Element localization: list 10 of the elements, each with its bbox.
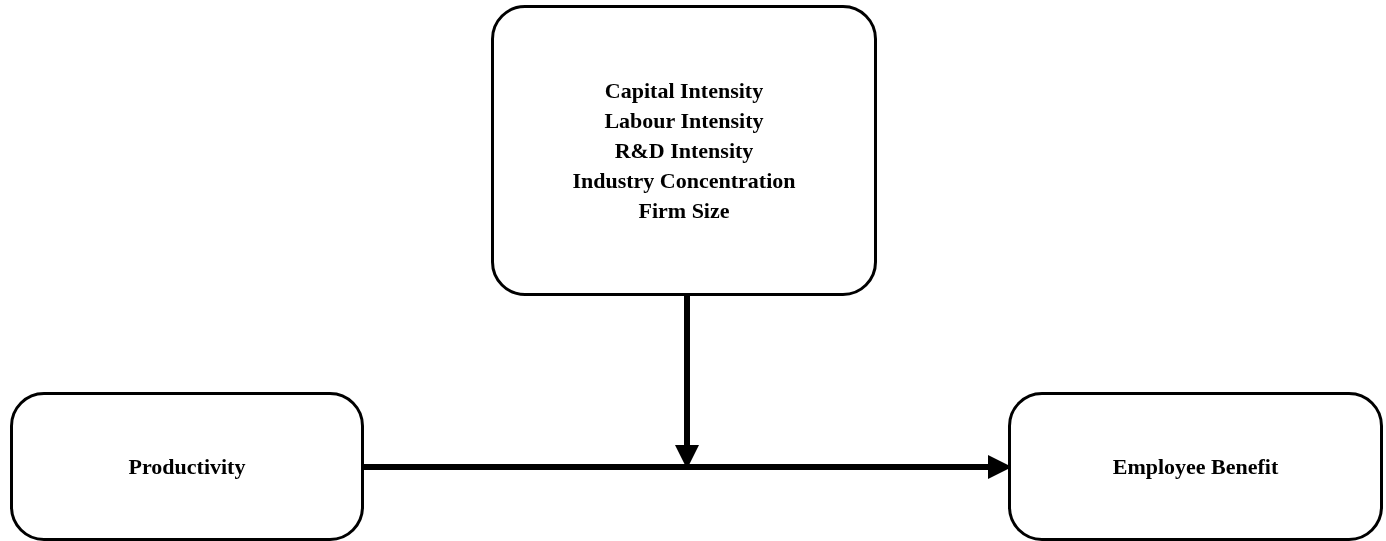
variable-label: Employee Benefit	[1112, 452, 1279, 481]
variable-box	[491, 5, 877, 296]
variable-label: R&D Intensity	[614, 136, 754, 165]
variable-label: Industry Concentration	[572, 166, 796, 195]
variable-label: Firm Size	[638, 196, 730, 225]
variable-label: Labour Intensity	[604, 106, 764, 135]
variable-box	[10, 392, 364, 541]
variable-box	[1008, 392, 1383, 541]
variable-label: Productivity	[128, 452, 246, 481]
variable-label: Capital Intensity	[604, 76, 764, 105]
